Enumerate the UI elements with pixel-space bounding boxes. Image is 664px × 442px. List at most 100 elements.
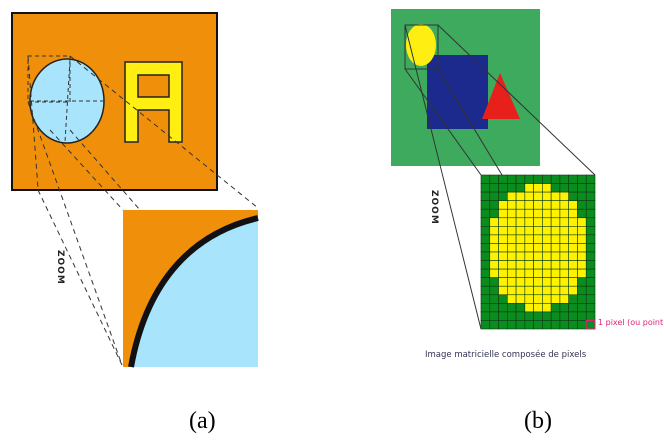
pixel-cell	[568, 277, 578, 287]
pixel-cell	[515, 303, 526, 313]
pixel-cell	[507, 191, 517, 201]
pixel-cell	[559, 251, 569, 261]
pixel-cell	[542, 320, 552, 330]
pixel-cell	[498, 260, 508, 270]
pixel-cell	[550, 320, 561, 330]
pixel-cell	[507, 303, 517, 313]
pixel-cell	[542, 303, 552, 313]
pixel-cell	[524, 243, 534, 253]
pixel-cell	[568, 174, 578, 184]
zoom-region-box	[27, 55, 71, 103]
pixel-cell	[568, 320, 578, 330]
pixel-cell	[498, 243, 508, 253]
pixel-cell	[498, 217, 508, 227]
pixel-cell	[585, 303, 596, 313]
pixel-cell	[515, 234, 526, 244]
pixel-cell	[515, 174, 526, 184]
pixel-cell	[577, 243, 587, 253]
pixel-cell	[568, 208, 578, 219]
pixel-cell	[559, 277, 569, 287]
pixel-cell	[498, 208, 508, 219]
pixel-cell	[585, 243, 596, 253]
pixel-cell	[507, 243, 517, 253]
pixel-cell	[533, 243, 543, 253]
pixel-cell	[507, 285, 517, 296]
pixel-cell	[577, 183, 587, 193]
pixel-cell	[480, 191, 491, 201]
pixel-cell	[498, 200, 508, 210]
pixel-cell	[489, 285, 499, 296]
subfigure-label-a: (a)	[189, 408, 216, 434]
pixel-cell	[585, 268, 596, 278]
pixel-cell	[542, 234, 552, 244]
pixel-cell	[480, 234, 491, 244]
pixel-cell	[498, 268, 508, 278]
pixel-cell	[507, 268, 517, 278]
pixel-cell	[507, 217, 517, 227]
red-triangle	[482, 73, 520, 119]
pixel-cell	[489, 251, 499, 261]
pixel-cell	[577, 268, 587, 278]
pixel-cell	[559, 320, 569, 330]
pixel-cell	[533, 294, 543, 304]
pixel-cell	[524, 251, 534, 261]
pixel-cell	[480, 183, 491, 193]
pixel-cell	[489, 260, 499, 270]
pixel-cell	[550, 191, 561, 201]
pixel-cell	[577, 200, 587, 210]
pixel-cell	[550, 260, 561, 270]
pixel-cell	[498, 285, 508, 296]
pixel-cell	[533, 277, 543, 287]
pixel-cell	[533, 268, 543, 278]
pixel-cell	[524, 217, 534, 227]
pixel-cell	[585, 191, 596, 201]
pixel-cell	[515, 191, 526, 201]
pixel-cell	[515, 260, 526, 270]
pixel-cell	[550, 251, 561, 261]
pixel-cell	[524, 191, 534, 201]
pixel-cell	[507, 294, 517, 304]
pixel-cell	[480, 285, 491, 296]
pixel-cell	[550, 268, 561, 278]
pixel-cell	[559, 217, 569, 227]
pixel-grid	[480, 174, 596, 330]
pixel-cell	[550, 217, 561, 227]
pixel-cell	[515, 226, 526, 236]
pixel-cell	[515, 183, 526, 193]
pixel-cell	[515, 320, 526, 330]
pixel-cell	[577, 234, 587, 244]
pixel-cell	[533, 320, 543, 330]
pixel-cell	[533, 260, 543, 270]
pixel-cell	[533, 191, 543, 201]
pixel-cell	[577, 226, 587, 236]
pixel-cell	[507, 320, 517, 330]
pixel-cell	[489, 311, 499, 321]
pixel-cell	[533, 311, 543, 321]
pixel-cell	[542, 260, 552, 270]
pixel-cell	[498, 303, 508, 313]
pixel-cell	[577, 251, 587, 261]
pixel-cell	[507, 174, 517, 184]
pixel-cell	[577, 174, 587, 184]
pixel-cell	[585, 183, 596, 193]
pixel-cell	[533, 200, 543, 210]
pixel-cell	[550, 294, 561, 304]
pixel-cell	[489, 191, 499, 201]
pixel-cell	[542, 217, 552, 227]
pixel-cell	[585, 208, 596, 219]
pixel-cell	[480, 277, 491, 287]
zoom-projection-lines	[27, 55, 259, 366]
pixel-cell	[550, 208, 561, 219]
pixel-cell	[568, 251, 578, 261]
pixel-cell	[480, 217, 491, 227]
pixel-cell	[568, 191, 578, 201]
pixel-cell	[542, 174, 552, 184]
pixel-cell	[559, 208, 569, 219]
pixel-cell	[498, 183, 508, 193]
pixel-cell	[568, 294, 578, 304]
pixel-cell	[498, 294, 508, 304]
navy-square	[427, 55, 488, 129]
pixel-cell	[524, 277, 534, 287]
pixel-cell	[577, 311, 587, 321]
